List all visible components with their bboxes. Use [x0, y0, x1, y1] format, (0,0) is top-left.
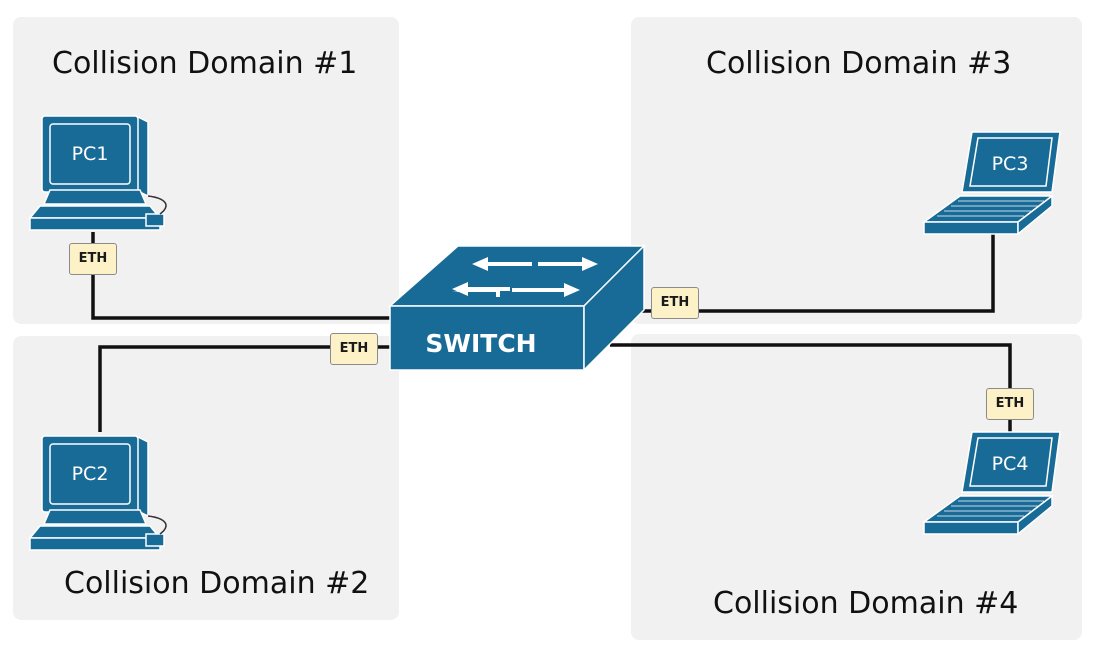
collision-domain-4-title: Collision Domain #4 [713, 586, 1019, 621]
collision-domain-3-title: Collision Domain #3 [706, 46, 1012, 81]
pc1-icon[interactable]: PC1 [28, 114, 167, 231]
eth-label-pc2: ETH [330, 333, 378, 365]
pc3-label: PC3 [992, 153, 1029, 175]
pc4-label: PC4 [992, 453, 1029, 475]
pc1-label: PC1 [72, 143, 109, 165]
cable-pc1-switch [91, 232, 392, 320]
eth-label-pc3: ETH [651, 287, 699, 319]
switch-label: SWITCH [425, 329, 536, 358]
pc4-icon[interactable]: PC4 [921, 431, 1061, 536]
pc2-label: PC2 [72, 463, 109, 485]
switch-icon[interactable]: SWITCH [388, 244, 646, 372]
eth-label-pc4: ETH [986, 388, 1034, 420]
collision-domain-1-title: Collision Domain #1 [52, 46, 358, 81]
pc2-icon[interactable]: PC2 [28, 434, 167, 551]
pc3-icon[interactable]: PC3 [921, 131, 1061, 236]
cable-pc2-switch [98, 345, 392, 432]
cable-switch-pc3 [640, 232, 995, 313]
eth-label-pc1: ETH [69, 243, 117, 275]
collision-domain-2-title: Collision Domain #2 [64, 566, 370, 601]
switch-side-face [583, 244, 645, 372]
cable-switch-pc4 [610, 343, 1012, 432]
switch-arrows-icon [452, 257, 598, 297]
